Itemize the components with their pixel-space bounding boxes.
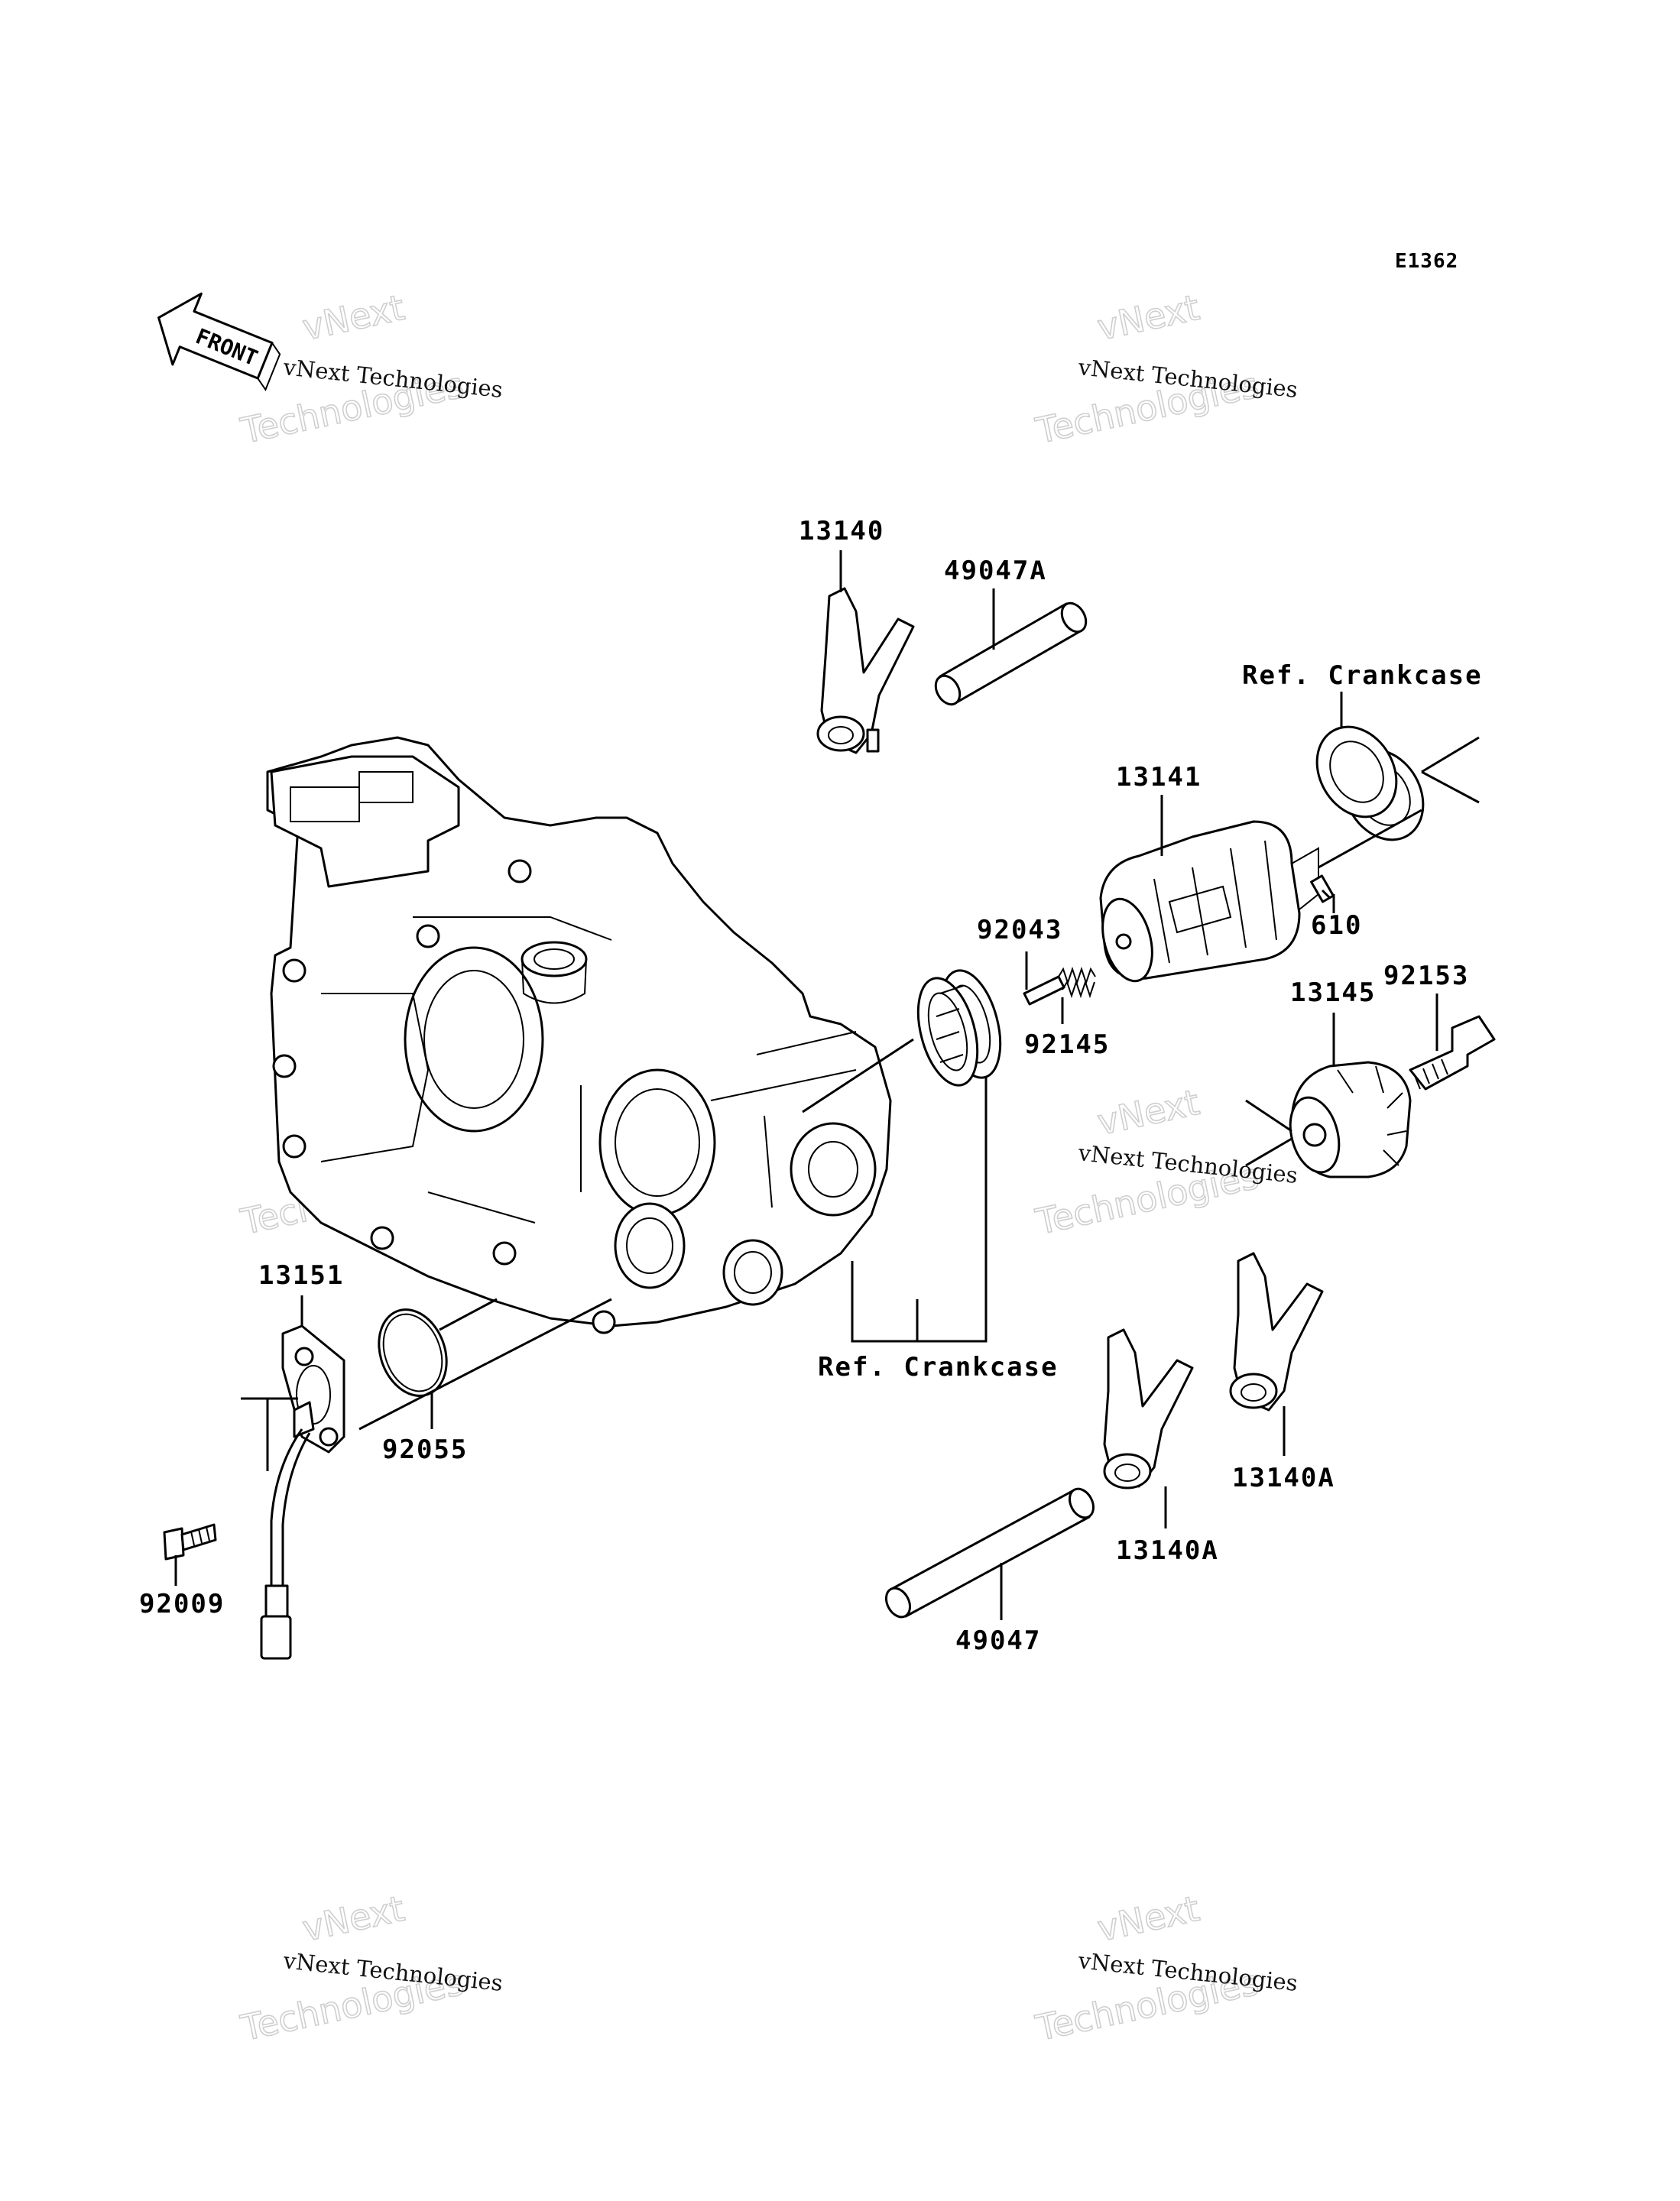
label-13140A-right: 13140A <box>1232 1463 1335 1493</box>
spring-92145 <box>1058 966 1096 999</box>
bearing-axis-line <box>802 1038 914 1113</box>
watermark-bottom-left: vNext Technologies vNext Technologies <box>236 1887 504 2050</box>
label-ref-crankcase-bottom: Ref. Crankcase <box>818 1352 1059 1383</box>
pin-92043 <box>1023 975 1065 1006</box>
shift-drum-cam-13145 <box>1289 1061 1412 1178</box>
cam-axis-chevron <box>1245 1099 1292 1167</box>
crankcase-illustration <box>266 736 892 1334</box>
svg-text:vNext: vNext <box>299 287 408 348</box>
shift-fork-13140 <box>816 587 915 754</box>
neutral-switch-13151 <box>260 1324 345 1660</box>
label-92145: 92145 <box>1024 1029 1110 1060</box>
label-49047A: 49047A <box>944 556 1047 586</box>
drum-axis-line <box>1318 809 1422 869</box>
oring-axis-line <box>439 1298 498 1331</box>
watermark-top-right: vNext Technologies vNext Technologies <box>1031 286 1299 452</box>
svg-text:vNext: vNext <box>1094 1888 1203 1950</box>
shift-drum-13141 <box>1099 820 1319 983</box>
ref-crankcase-chevron <box>1421 736 1480 804</box>
label-610: 610 <box>1311 910 1362 941</box>
shift-fork-13140A-left <box>1103 1328 1194 1489</box>
watermark-top-left: vNext Technologies vNext Technologies <box>236 286 504 452</box>
label-92055: 92055 <box>382 1434 468 1465</box>
label-13140A-left: 13140A <box>1116 1535 1219 1566</box>
front-arrow-icon: FRONT <box>157 292 281 391</box>
label-92043: 92043 <box>977 915 1062 945</box>
leader-610-a <box>1321 889 1331 900</box>
shift-fork-13140A-right <box>1229 1252 1324 1412</box>
needle-bearing-ref-crankcase <box>916 969 1002 1087</box>
svg-text:vNext: vNext <box>1094 1081 1203 1143</box>
label-ref-crankcase-top: Ref. Crankcase <box>1242 660 1483 691</box>
label-92009: 92009 <box>139 1589 225 1619</box>
label-13151: 13151 <box>258 1260 344 1291</box>
leader-ref-bottom-bracket <box>851 1261 988 1343</box>
watermark-mid-right: vNext Technologies vNext Technologies <box>1031 1081 1299 1243</box>
label-92153: 92153 <box>1383 961 1469 991</box>
screw-92009 <box>163 1523 217 1561</box>
switch-axis-line <box>358 1298 612 1431</box>
svg-text:vNext: vNext <box>299 1888 408 1950</box>
watermark-bottom-right: vNext Technologies vNext Technologies <box>1031 1887 1299 2050</box>
svg-text:vNext: vNext <box>1094 287 1203 348</box>
label-13141: 13141 <box>1116 762 1202 793</box>
bearing-ref-crankcase <box>1315 725 1425 841</box>
o-ring-92055 <box>378 1308 448 1397</box>
label-13140: 13140 <box>799 516 884 546</box>
label-49047: 49047 <box>955 1626 1041 1656</box>
fork-shaft-49047 <box>884 1487 1095 1619</box>
fork-shaft-49047A <box>934 601 1088 706</box>
label-13145: 13145 <box>1290 977 1376 1008</box>
diagram-code: E1362 <box>1395 250 1458 273</box>
bolt-92153 <box>1409 1015 1496 1091</box>
